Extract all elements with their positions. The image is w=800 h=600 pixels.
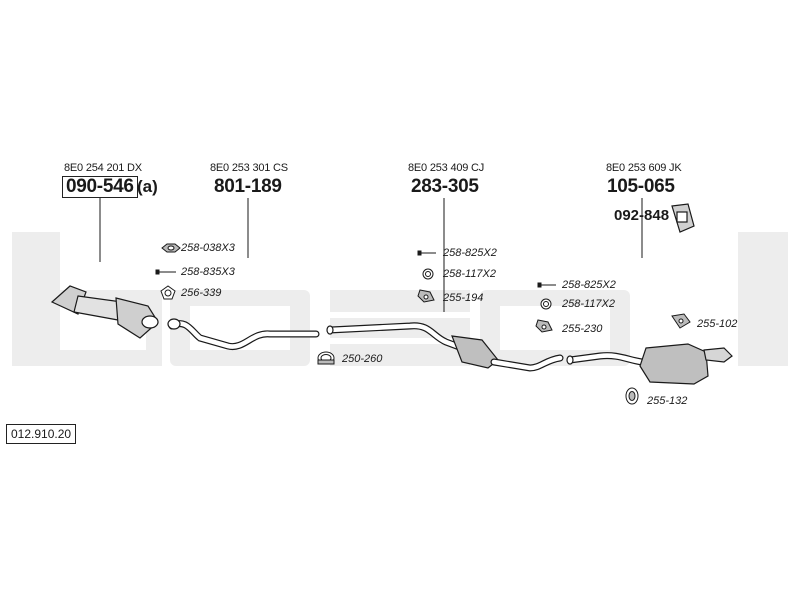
- part-suffix: (a): [137, 177, 158, 196]
- oem-number: 8E0 253 409 CJ: [408, 162, 485, 174]
- fitting-label[interactable]: 258-117X2: [443, 268, 497, 280]
- hanger-bracket-icon: [417, 289, 435, 303]
- center-muffler-part: [326, 322, 564, 372]
- fitting-label[interactable]: 258-825X2: [562, 279, 616, 291]
- rear-muffler-part: [566, 343, 733, 385]
- fitting-label[interactable]: 255-102: [697, 318, 738, 330]
- bolt-icon: [417, 250, 436, 256]
- fitting-label[interactable]: 258-835X3: [181, 266, 235, 278]
- catalog-number: 012.910.20: [6, 424, 77, 444]
- part-number[interactable]: 283-305: [411, 176, 479, 197]
- oem-number: 8E0 253 609 JK: [606, 162, 682, 174]
- gasket-ring-icon: [422, 268, 434, 280]
- fitting-label[interactable]: 258-038X3: [181, 242, 235, 254]
- gasket-ring-icon: [540, 298, 552, 310]
- part-number[interactable]: 801-189: [214, 176, 282, 197]
- part-number[interactable]: 090-546: [62, 176, 138, 198]
- nut-icon: [161, 243, 181, 253]
- fitting-label[interactable]: 255-194: [443, 292, 484, 304]
- catalytic-converter-part: [50, 285, 159, 339]
- clamp-icon: [317, 351, 335, 365]
- part-number[interactable]: 105-065: [607, 176, 675, 197]
- bolt-icon: [155, 269, 176, 275]
- oem-number: 8E0 253 301 CS: [210, 162, 288, 174]
- fitting-label[interactable]: 258-117X2: [562, 298, 616, 310]
- rear-heat-shield-part: [671, 203, 695, 233]
- rubber-mount-icon: [625, 387, 639, 405]
- hanger-bracket-icon: [535, 319, 553, 333]
- hanger-bracket-icon: [671, 313, 691, 329]
- oem-number: 8E0 254 201 DX: [64, 162, 142, 174]
- fitting-label[interactable]: 258-825X2: [443, 247, 497, 259]
- fitting-label[interactable]: 250-260: [342, 353, 383, 365]
- fitting-label[interactable]: 255-230: [562, 323, 603, 335]
- bolt-icon: [537, 282, 556, 288]
- front-pipe-part: [167, 318, 320, 351]
- sub-part-number[interactable]: 092-848: [614, 207, 670, 224]
- fitting-label[interactable]: 255-132: [647, 395, 688, 407]
- gasket-ring-icon: [160, 285, 176, 300]
- fitting-label[interactable]: 256-339: [181, 287, 222, 299]
